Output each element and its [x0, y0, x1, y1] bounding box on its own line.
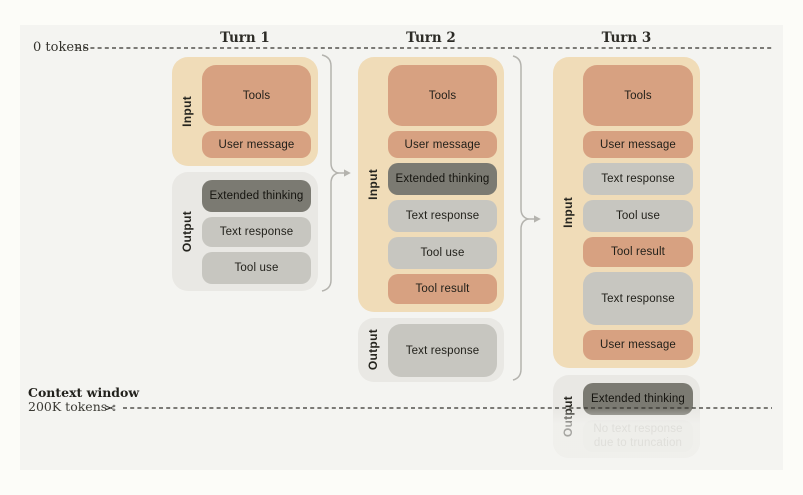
turn-2-title: Turn 2 — [406, 30, 456, 46]
block-label: Tool use — [234, 262, 279, 274]
block-label: Tools — [242, 89, 271, 102]
context-window-subtitle: 200K tokens — [28, 399, 108, 414]
block-extended-thinking: Extended thinking — [583, 383, 693, 415]
block-text-response: Text response — [388, 324, 497, 377]
block-label: No text response due to truncation — [593, 423, 683, 449]
block-user-message: User message — [583, 330, 693, 360]
block-user-message: User message — [202, 131, 311, 158]
block-label: Tools — [624, 89, 652, 102]
block-label: Text response — [601, 292, 675, 305]
turn-2-output-group: Output Text response — [358, 318, 504, 382]
block-label: Tool use — [615, 210, 661, 222]
block-tool-use: Tool use — [388, 237, 497, 269]
block-extended-thinking: Extended thinking — [388, 163, 497, 195]
turn-1-title: Turn 1 — [220, 30, 270, 46]
block-label: Text response — [601, 173, 675, 185]
block-no-text-response: No text response due to truncation — [583, 420, 693, 452]
block-text-response: Text response — [388, 200, 497, 232]
output-label: Output — [180, 210, 194, 253]
block-user-message: User message — [388, 131, 497, 158]
block-tools: Tools — [583, 65, 693, 126]
block-text-response: Text response — [583, 163, 693, 195]
scissors-icon: ✂ — [104, 400, 116, 416]
block-text-response: Text response — [202, 217, 311, 247]
turn-1-output-group: Output Extended thinking Text response T… — [172, 172, 318, 291]
output-label: Output — [366, 329, 380, 371]
turn-2-input-group: Input Tools User message Extended thinki… — [358, 57, 504, 312]
input-label: Input — [180, 96, 194, 127]
block-label: Extended thinking — [591, 393, 685, 405]
block-user-message: User message — [583, 131, 693, 158]
context-window-title: Context window — [28, 385, 140, 400]
input-label: Input — [366, 169, 380, 200]
block-label: Extended thinking — [395, 173, 490, 185]
block-label: User message — [404, 138, 481, 151]
output-label: Output — [561, 395, 575, 438]
block-tools: Tools — [202, 65, 311, 126]
block-label: Tool use — [420, 247, 465, 259]
block-label: Text response — [405, 210, 480, 222]
zero-tokens-label: 0 tokens — [33, 40, 90, 55]
context-window-label: Context window 200K tokens — [28, 386, 139, 414]
block-label: User message — [600, 138, 676, 151]
turn-3-input-group: Input Tools User message Text response T… — [553, 57, 700, 368]
turn-3-title: Turn 3 — [601, 30, 652, 46]
block-label: Tools — [428, 89, 457, 102]
turn-3-output-group: Output Extended thinking No text respons… — [553, 375, 700, 458]
block-text-response: Text response — [583, 272, 693, 325]
block-label: Text response — [219, 226, 294, 238]
block-label: Tool result — [610, 246, 666, 258]
block-extended-thinking: Extended thinking — [202, 180, 311, 212]
block-label: User message — [600, 339, 676, 351]
input-label: Input — [561, 197, 575, 228]
block-tool-result: Tool result — [388, 274, 497, 304]
block-tool-result: Tool result — [583, 237, 693, 267]
block-label: Extended thinking — [209, 190, 304, 202]
block-tool-use: Tool use — [583, 200, 693, 232]
block-tools: Tools — [388, 65, 497, 126]
turn-1-input-group: Input Tools User message — [172, 57, 318, 166]
block-tool-use: Tool use — [202, 252, 311, 284]
block-label: Text response — [405, 344, 480, 357]
block-label: Tool result — [415, 283, 470, 295]
block-label: User message — [218, 138, 295, 151]
